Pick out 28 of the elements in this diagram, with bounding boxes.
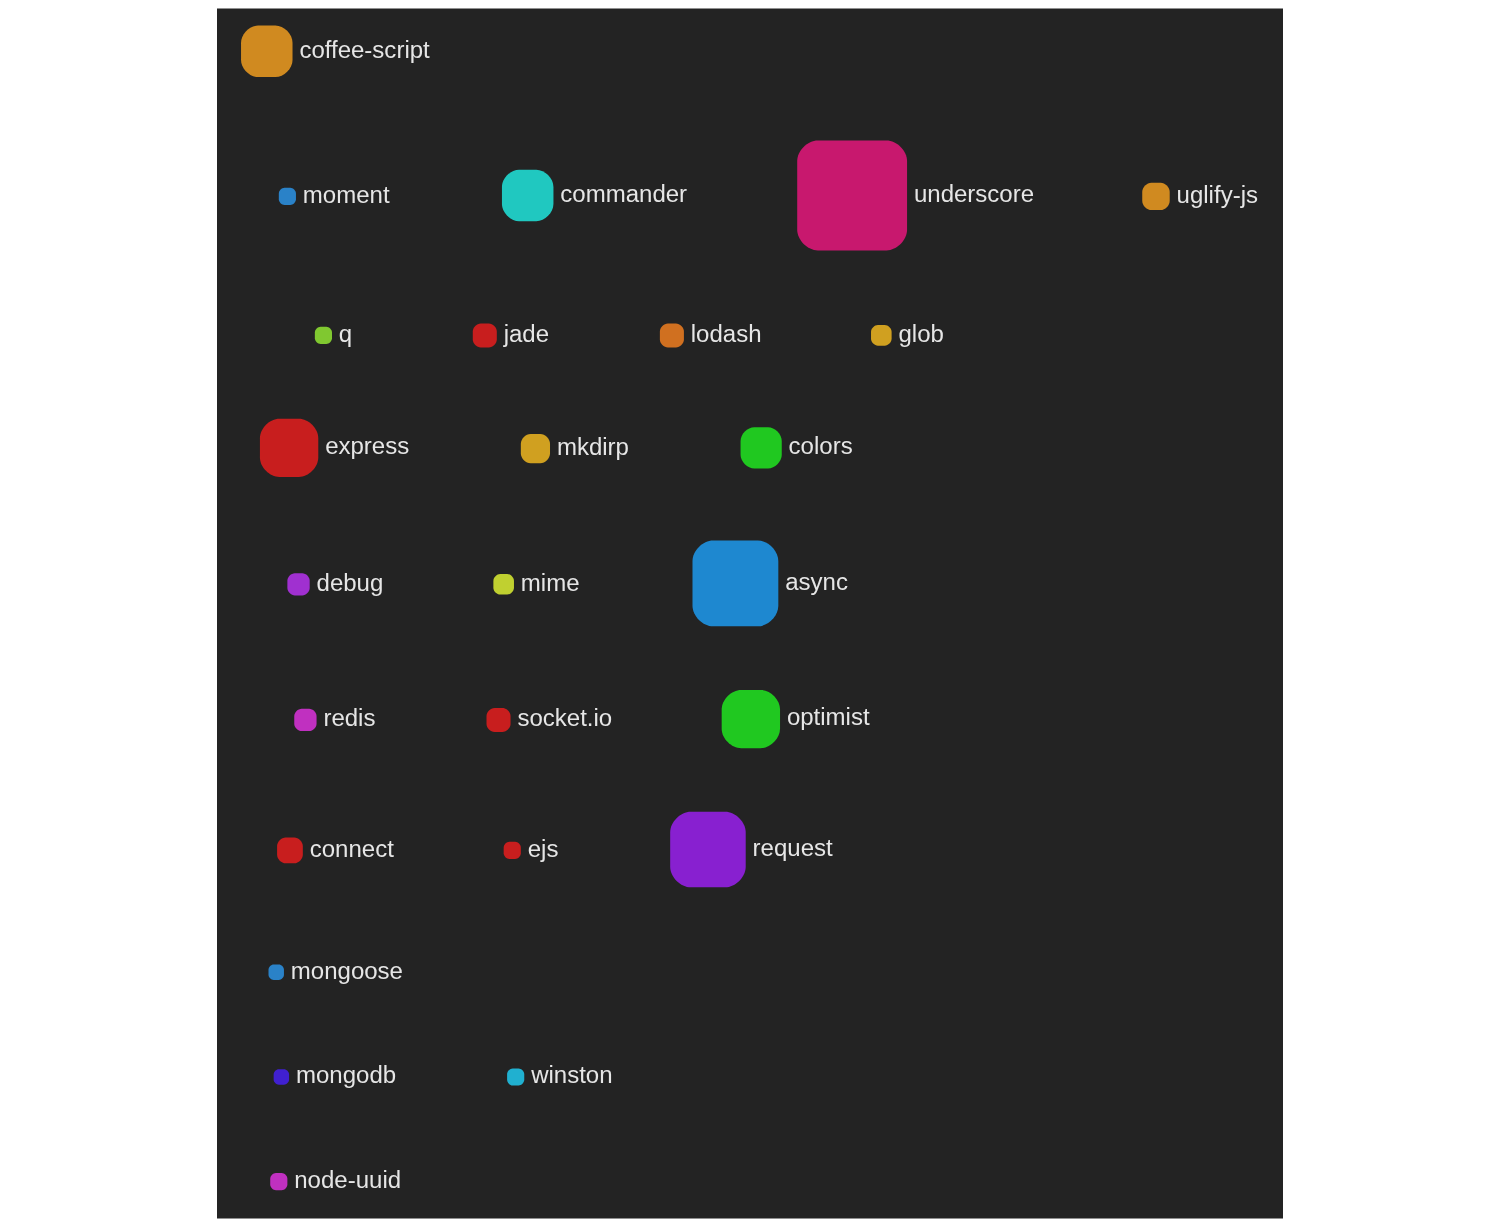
- node-label: node-uuid: [294, 1166, 402, 1194]
- node-label: commander: [560, 179, 688, 207]
- node-label: debug: [316, 568, 384, 596]
- node-label: mkdirp: [556, 433, 629, 461]
- node-label: lodash: [690, 319, 762, 347]
- node-label: underscore: [913, 179, 1035, 207]
- node-box: [692, 540, 779, 627]
- node-label: q: [338, 319, 353, 347]
- node-label: optimist: [786, 703, 870, 731]
- node-label: moment: [302, 180, 390, 208]
- node-label: mongodb: [295, 1061, 397, 1089]
- node-label: request: [752, 833, 833, 861]
- node-label: redis: [323, 704, 376, 732]
- node-label: ejs: [527, 834, 559, 862]
- node-label: winston: [531, 1061, 613, 1089]
- node-label: jade: [503, 319, 550, 347]
- node-label: uglify-js: [1176, 180, 1258, 208]
- node-label: async: [785, 567, 848, 595]
- node-label: express: [325, 432, 410, 460]
- node-label: glob: [898, 319, 944, 347]
- node-label: coffee-script: [299, 35, 430, 63]
- node-label: mongoose: [290, 956, 403, 984]
- node-box: [670, 811, 746, 888]
- node-label: socket.io: [517, 704, 613, 732]
- node-box: [797, 140, 908, 251]
- node-label: mime: [520, 568, 580, 596]
- node-label: colors: [788, 432, 853, 460]
- node-label: connect: [309, 834, 394, 862]
